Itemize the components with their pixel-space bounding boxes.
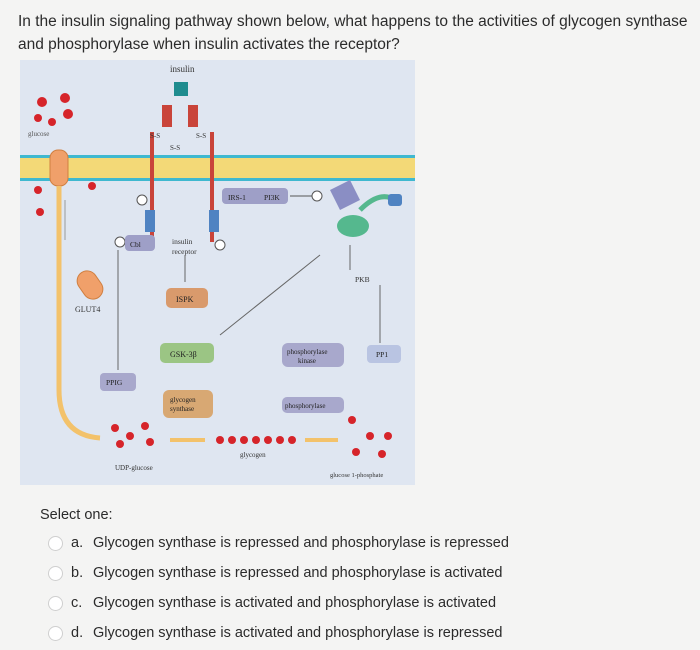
glucose-label: glucose (28, 130, 49, 138)
option-a-radio[interactable] (48, 535, 63, 551)
membrane-inner-line (20, 178, 415, 181)
insulin-molecule (174, 82, 188, 96)
glycogen-chain (216, 436, 296, 444)
receptor-kinase-left (145, 210, 155, 232)
udp-glucose-dots (111, 422, 154, 448)
insulin-receptor-label-1: insulin (172, 237, 193, 246)
ispk-box (166, 288, 208, 308)
phosphorylase-box (282, 397, 344, 413)
phosphorylase-kinase-label-1: phosphorylase (287, 348, 327, 356)
option-c-letter: c. (71, 595, 83, 611)
pkb-shape (330, 180, 360, 210)
glycogen-synthase-box (163, 390, 213, 418)
pi3k-label: PI3K (264, 193, 280, 202)
ppig-label: PPIG (106, 378, 123, 387)
ss-bond-mid: S-S (170, 144, 180, 152)
p-receptor-right (214, 239, 226, 251)
phosphorylase-kinase-box (282, 343, 344, 367)
receptor-beta-left (150, 132, 154, 242)
cbl-box (125, 235, 155, 251)
receptor-alpha-left (162, 105, 172, 127)
receptor-alpha-right (188, 105, 198, 127)
cbl-p-left (114, 236, 126, 248)
glycogen-synthase-label-1: glycogen (170, 396, 196, 404)
answer-options: a. Glycogen synthase is repressed and ph… (48, 528, 509, 648)
cbl-label: Cbl (130, 240, 141, 249)
option-b-letter: b. (71, 565, 84, 581)
question-text: In the insulin signaling pathway shown b… (18, 13, 688, 53)
membrane-outer-line (20, 155, 415, 158)
option-d-text: Glycogen synthase is activated and phosp… (93, 625, 503, 641)
glut4-label: GLUT4 (75, 305, 100, 314)
glycogen-label: glycogen (240, 451, 266, 459)
option-c-radio[interactable] (48, 595, 63, 611)
glut4-vesicle (76, 270, 104, 300)
option-a[interactable]: a. Glycogen synthase is repressed and ph… (48, 528, 509, 558)
pkb-target (388, 194, 402, 206)
irs1-label: IRS-1 (228, 193, 246, 202)
irs1-pi3k-box (222, 188, 288, 204)
pp1-label: PP1 (376, 350, 388, 359)
glycogen-synthase-label-2: synthase (170, 405, 194, 413)
ppig-box (100, 373, 136, 391)
insulin-pathway-figure: insulin S-S S-S S-S glucose GLUT4 (20, 60, 415, 485)
glut4-transporter (49, 149, 69, 187)
extracellular-glucose (34, 93, 73, 126)
option-b-radio[interactable] (48, 565, 63, 581)
glucose-1-phosphate-dots (348, 416, 392, 458)
option-a-letter: a. (71, 535, 84, 551)
gsk3b-box (160, 343, 214, 363)
phosphorylase-kinase-label-2: kinase (298, 357, 316, 365)
option-b[interactable]: b. Glycogen synthase is repressed and ph… (48, 558, 509, 588)
udp-glucose-label: UDP-glucose (115, 464, 153, 472)
cell-membrane (20, 155, 415, 181)
insulin-receptor-label-2: receptor (172, 247, 197, 256)
pp1-box (367, 345, 401, 363)
ss-bond-left: S-S (150, 132, 160, 140)
option-c[interactable]: c. Glycogen synthase is activated and ph… (48, 588, 509, 618)
option-b-text: Glycogen synthase is repressed and phosp… (93, 565, 503, 581)
option-c-text: Glycogen synthase is activated and phosp… (93, 595, 497, 611)
ispk-label: ISPK (176, 295, 194, 304)
phosphorylase-label: phosphorylase (285, 402, 325, 410)
pip3-p (311, 190, 323, 202)
pkb-label: PKB (355, 275, 370, 284)
ss-bond-right: S-S (196, 132, 206, 140)
option-d-radio[interactable] (48, 625, 63, 641)
p-receptor-left (136, 194, 148, 206)
glucose-flow (56, 389, 101, 441)
receptor-beta-right (210, 132, 214, 242)
intracellular-glucose (34, 182, 96, 216)
glucose-1-phosphate-label: glucose 1-phosphate (330, 472, 383, 479)
pkb-active (337, 215, 369, 237)
gsk3b-label: GSK-3β (170, 350, 197, 359)
insulin-label: insulin (170, 64, 195, 74)
option-d[interactable]: d. Glycogen synthase is activated and ph… (48, 618, 509, 648)
pkb-to-gsk-line (219, 254, 321, 336)
option-a-text: Glycogen synthase is repressed and phosp… (93, 535, 509, 551)
receptor-kinase-right (209, 210, 219, 232)
pathway-diagram: insulin S-S S-S S-S glucose GLUT4 (20, 64, 415, 479)
select-one-label: Select one: (40, 507, 113, 523)
option-d-letter: d. (71, 625, 84, 641)
